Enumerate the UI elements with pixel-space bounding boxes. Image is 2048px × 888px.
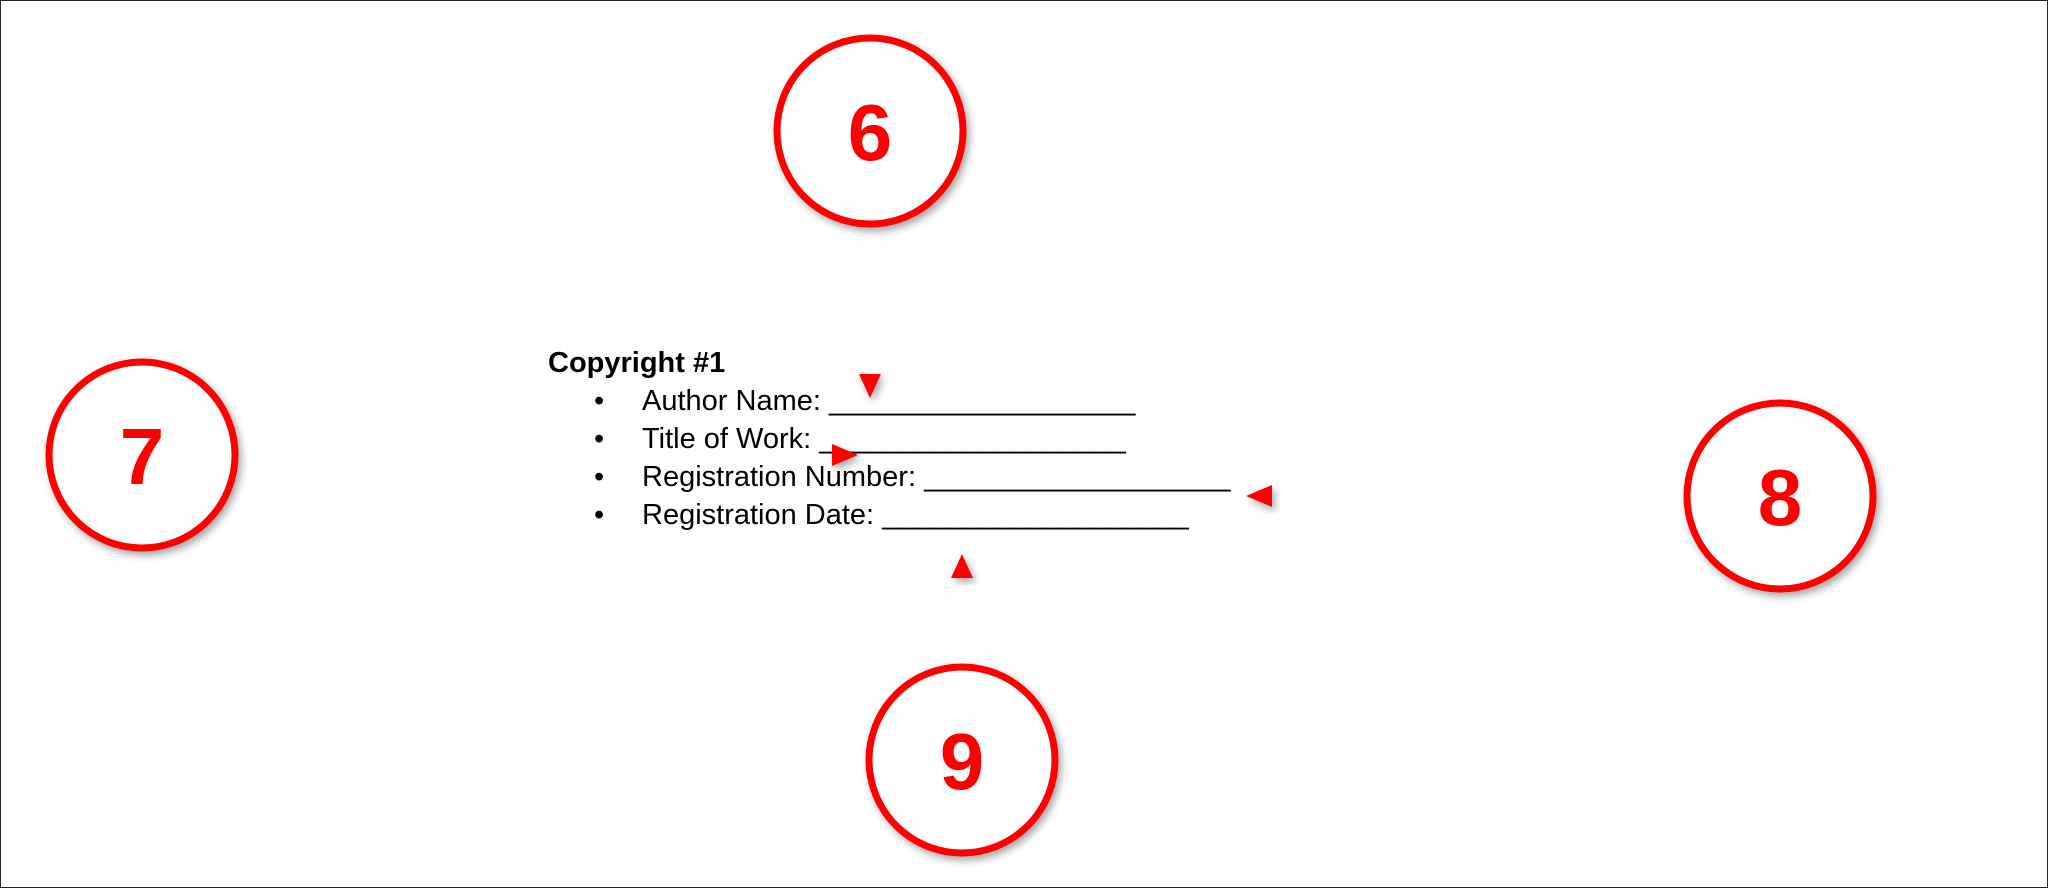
field-blank[interactable]: ___________________ (819, 423, 1126, 455)
callout-number: 8 (1758, 453, 1803, 542)
bullet-icon: • (594, 499, 605, 531)
field-registration-number: • Registration Number: _________________… (548, 458, 1231, 496)
field-blank[interactable]: ___________________ (828, 385, 1136, 417)
callout-circle (773, 34, 967, 228)
field-label: Title of Work: (642, 423, 812, 455)
copyright-section: Copyright #1 • Author Name: ____________… (548, 344, 1231, 534)
bullet-icon: • (594, 385, 605, 417)
field-label: Registration Number: (642, 461, 916, 493)
arrowhead-icon (832, 444, 858, 466)
callout-number: 6 (848, 88, 893, 177)
callout-6: 6 (773, 34, 967, 398)
callout-circle (1683, 399, 1877, 593)
field-blank[interactable]: ___________________ (924, 461, 1231, 493)
field-blank[interactable]: ___________________ (882, 499, 1189, 531)
callout-circle (865, 663, 1059, 857)
callout-number: 9 (940, 717, 985, 806)
field-registration-date: • Registration Date: ___________________ (548, 496, 1231, 534)
arrowhead-icon (1246, 485, 1272, 507)
arrowhead-icon (951, 554, 973, 578)
field-label: Author Name: (642, 385, 821, 417)
bullet-icon: • (594, 423, 605, 455)
callout-8: 8 (1246, 399, 1877, 593)
callout-9: 9 (865, 554, 1059, 857)
callout-7: 7 (45, 358, 858, 552)
field-list: • Author Name: ___________________ • Tit… (548, 382, 1231, 534)
field-label: Registration Date: (642, 499, 875, 531)
section-heading: Copyright #1 (548, 347, 726, 379)
field-title-of-work: • Title of Work: ___________________ (548, 420, 1231, 458)
callout-circle (45, 358, 239, 552)
field-author-name: • Author Name: ___________________ (548, 382, 1231, 420)
bullet-icon: • (594, 461, 605, 493)
arrowhead-icon (859, 374, 881, 398)
callout-number: 7 (120, 412, 165, 501)
